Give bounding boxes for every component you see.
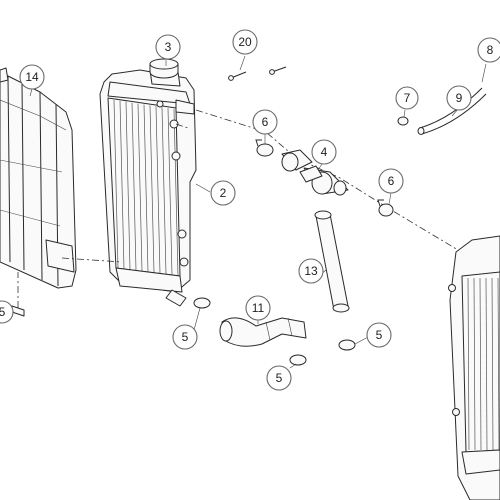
svg-text:5: 5 [276,371,283,385]
radiator-shroud-part [0,67,77,289]
callout-9: 9 [446,85,472,111]
svg-text:11: 11 [252,301,265,315]
svg-text:9: 9 [456,91,463,105]
screws-part [228,66,287,81]
svg-text:14: 14 [25,70,39,84]
bleed-hose-part [417,87,487,135]
svg-text:2: 2 [220,186,227,200]
radiator-fin [485,277,488,451]
callout-13: 13 [298,258,324,284]
svg-text:7: 7 [404,91,411,105]
hose-clamp-part [11,297,356,366]
svg-text:8: 8 [487,43,494,57]
svg-text:6: 6 [388,174,395,188]
radiator-fin [143,104,149,273]
thermostat-housing-part [281,149,349,196]
radiator-fin [497,277,500,451]
coolant-pipe-part [314,210,350,313]
assembly-line [175,123,189,129]
hose-clamp-part [377,199,394,217]
radiator-fin [131,102,137,271]
callout-7: 7 [395,86,419,110]
svg-text:5: 5 [0,305,6,319]
radiator-fin [473,277,476,451]
svg-text:3: 3 [165,40,172,54]
small-clamp-part [397,116,409,126]
callout-5-far-left: 5 [0,300,14,324]
radiator-cap-part [149,58,179,79]
radiator-fin [491,277,494,451]
callout-3: 3 [155,34,181,60]
svg-text:5: 5 [376,328,383,342]
callout-6-lower: 6 [378,168,404,194]
callout-5-bottom: 5 [266,365,292,391]
hose-clamp-part [255,139,274,157]
callout-20: 20 [232,29,258,55]
callout-6-upper: 6 [252,109,278,135]
radiator-fin [137,103,143,272]
svg-text:13: 13 [304,264,318,278]
radiator-fin [119,100,125,269]
assembly-line [61,257,123,263]
radiator-fin [479,277,482,451]
right-radiator-part [448,235,500,500]
callout-4: 4 [311,139,337,165]
radiator-fin [467,277,470,451]
svg-text:4: 4 [321,145,328,159]
callout-14: 14 [19,64,45,90]
radiator-fin [167,108,173,276]
radiator-fin [173,108,179,277]
callout-2: 2 [210,180,236,206]
svg-text:6: 6 [262,115,269,129]
callout-5-right: 5 [366,322,392,348]
radiator-fin [113,99,119,269]
svg-text:20: 20 [238,35,252,49]
radiator-fin [161,107,167,275]
radiator-fin [149,105,155,273]
coolant-hose-part [219,317,307,347]
radiator-fin [125,101,131,270]
left-radiator-part [99,69,197,307]
callout-11: 11 [245,295,271,321]
callout-8: 8 [477,37,500,63]
radiator-fin [155,106,161,274]
svg-text:5: 5 [182,330,189,344]
callout-5-left: 5 [172,324,198,350]
